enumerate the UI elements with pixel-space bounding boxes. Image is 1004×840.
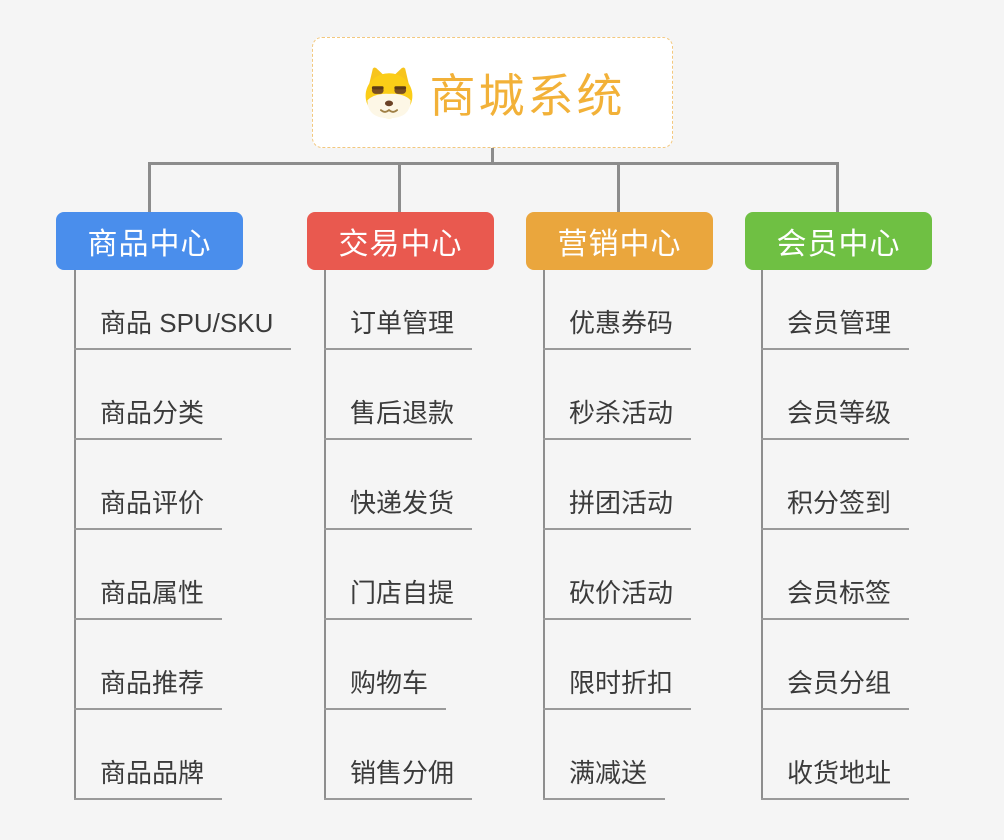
leaf-label: 商品推荐 [74,663,223,710]
leaf-node[interactable]: 砍价活动 [543,530,692,620]
leaf-node[interactable]: 门店自提 [324,530,473,620]
leaf-label: 商品属性 [74,573,223,620]
leaf-node[interactable]: 拼团活动 [543,440,692,530]
leaf-label: 商品评价 [74,483,223,530]
leaf-label: 会员分组 [761,663,910,710]
branch-node-trade-center[interactable]: 交易中心 [307,212,494,270]
branch-label: 会员中心 [776,228,901,261]
leaf-label: 限时折扣 [543,663,692,710]
leaf-label: 会员标签 [761,573,910,620]
leaf-label: 门店自提 [324,573,473,620]
branch-connector-line [617,162,620,213]
leaf-node[interactable]: 商品推荐 [74,620,291,710]
leaf-node[interactable]: 商品品牌 [74,710,291,800]
leaf-node[interactable]: 会员等级 [761,350,910,440]
leaf-node[interactable]: 快递发货 [324,440,473,530]
leaf-label: 商品分类 [74,393,223,440]
leaf-node[interactable]: 会员标签 [761,530,910,620]
leaf-label: 拼团活动 [543,483,692,530]
branch-label: 营销中心 [557,228,682,261]
leaf-label: 快递发货 [324,483,473,530]
leaf-label: 售后退款 [324,393,473,440]
leaf-label: 商品品牌 [74,753,223,800]
leaf-label: 满减送 [543,753,666,800]
leaf-label: 会员等级 [761,393,910,440]
leaf-label: 会员管理 [761,303,910,350]
leaf-label: 砍价活动 [543,573,692,620]
leaf-node[interactable]: 秒杀活动 [543,350,692,440]
leaf-node[interactable]: 商品属性 [74,530,291,620]
leaf-column-member: 会员管理 会员等级 积分签到 会员标签 会员分组 收货地址 [761,270,910,800]
leaf-column-trade: 订单管理 售后退款 快递发货 门店自提 购物车 销售分佣 [324,270,473,800]
leaf-node[interactable]: 购物车 [324,620,472,710]
leaf-node[interactable]: 订单管理 [324,270,473,350]
branch-label: 商品中心 [87,228,212,261]
branch-connector-line [148,162,151,213]
root-node-mall-system[interactable]: 商城系统 [312,37,673,148]
leaf-label: 商品 SPU/SKU [74,303,292,350]
leaf-label: 销售分佣 [324,753,473,800]
leaf-node[interactable]: 商品分类 [74,350,291,440]
root-title: 商城系统 [429,69,626,122]
leaf-node[interactable]: 积分签到 [761,440,910,530]
branch-node-marketing-center[interactable]: 营销中心 [526,212,713,270]
branch-node-product-center[interactable]: 商品中心 [56,212,243,270]
leaf-node[interactable]: 商品评价 [74,440,291,530]
doge-face-icon [365,66,412,118]
leaf-node[interactable]: 会员管理 [761,270,910,350]
branch-label: 交易中心 [338,228,463,261]
branch-connector-line [836,162,839,213]
branch-connector-line [398,162,401,213]
leaf-label: 积分签到 [761,483,910,530]
leaf-column-marketing: 优惠券码 秒杀活动 拼团活动 砍价活动 限时折扣 满减送 [543,270,692,800]
leaf-node[interactable]: 商品 SPU/SKU [74,270,292,350]
leaf-node[interactable]: 会员分组 [761,620,910,710]
leaf-label: 购物车 [324,663,447,710]
leaf-label: 收货地址 [761,753,910,800]
root-connector-line [491,147,494,163]
leaf-node[interactable]: 满减送 [543,710,691,800]
leaf-column-product: 商品 SPU/SKU 商品分类 商品评价 商品属性 商品推荐 商品品牌 [74,270,292,800]
leaf-node[interactable]: 优惠券码 [543,270,692,350]
leaf-node[interactable]: 收货地址 [761,710,910,800]
leaf-node[interactable]: 售后退款 [324,350,473,440]
leaf-label: 优惠券码 [543,303,692,350]
leaf-label: 秒杀活动 [543,393,692,440]
trunk-horizontal-line [148,162,839,165]
leaf-node[interactable]: 销售分佣 [324,710,473,800]
leaf-node[interactable]: 限时折扣 [543,620,692,710]
branch-node-member-center[interactable]: 会员中心 [745,212,932,270]
leaf-label: 订单管理 [324,303,473,350]
